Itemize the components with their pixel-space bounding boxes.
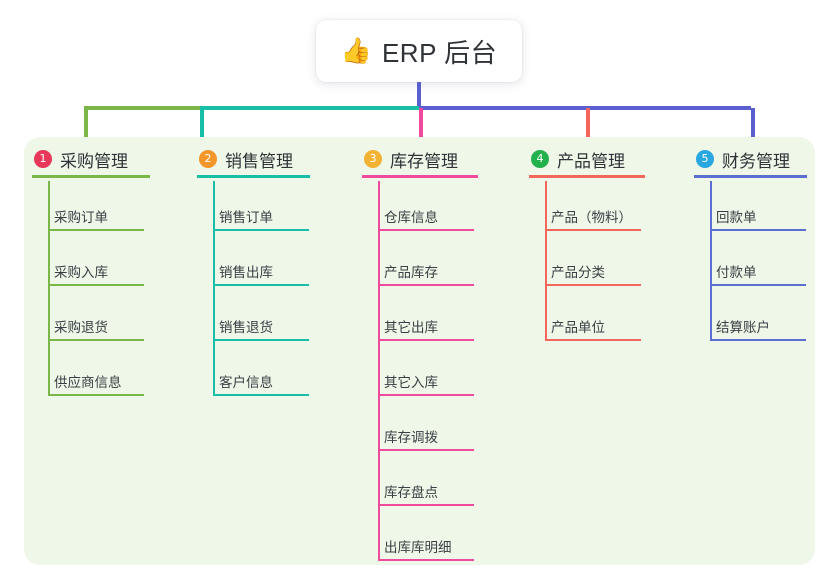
menu-item-label: 采购入库 <box>54 265 108 280</box>
menu-item-label: 产品库存 <box>384 265 438 280</box>
menu-item-label: 销售出库 <box>219 265 273 280</box>
column-purchase: 1 采购管理采购订单采购入库采购退货供应商信息 <box>20 140 180 396</box>
menu-item-underline <box>545 284 641 286</box>
column-title-finance: 财务管理 <box>722 151 790 171</box>
menu-item-underline <box>378 504 474 506</box>
badge-purchase: 1 <box>34 150 52 168</box>
segment-green <box>84 106 200 110</box>
stub-inventory <box>419 108 423 140</box>
menu-item-label: 产品单位 <box>551 320 605 335</box>
column-underline-finance <box>694 175 807 178</box>
badge-product: 4 <box>531 150 549 168</box>
trunk-connector <box>417 82 421 108</box>
column-inventory: 3 库存管理仓库信息产品库存其它出库其它入库库存调拨库存盘点出库库明细 <box>350 140 510 561</box>
menu-item-underline <box>378 449 474 451</box>
menu-item-underline <box>48 284 144 286</box>
menu-item-label: 销售订单 <box>219 210 273 225</box>
menu-item-underline <box>213 339 309 341</box>
column-header-purchase[interactable]: 1 采购管理 <box>20 140 180 178</box>
column-title-sales: 销售管理 <box>225 151 293 171</box>
root-node-title: ERP 后台 <box>381 37 498 68</box>
menu-item-underline <box>48 229 144 231</box>
column-underline-purchase <box>32 175 150 178</box>
menu-item-label: 回款单 <box>716 210 757 225</box>
menu-item-underline <box>710 339 806 341</box>
column-header-finance[interactable]: 5 财务管理 <box>682 140 839 178</box>
menu-item-label: 供应商信息 <box>54 375 122 390</box>
stub-product <box>586 108 590 140</box>
menu-item-underline <box>378 339 474 341</box>
segment-blue <box>419 106 751 110</box>
column-underline-sales <box>197 175 310 178</box>
menu-item-label: 客户信息 <box>219 375 273 390</box>
badge-sales: 2 <box>199 150 217 168</box>
column-sales: 2 销售管理销售订单销售出库销售退货客户信息 <box>185 140 345 396</box>
badge-finance: 5 <box>696 150 714 168</box>
menu-item-underline <box>48 394 144 396</box>
badge-inventory: 3 <box>364 150 382 168</box>
menu-item-underline <box>710 284 806 286</box>
root-node-card[interactable]: 👍 ERP 后台 <box>316 20 522 82</box>
column-underline-product <box>529 175 645 178</box>
menu-item-underline <box>213 394 309 396</box>
menu-item-label: 库存盘点 <box>384 485 438 500</box>
menu-item-underline <box>378 284 474 286</box>
column-product: 4 产品管理产品（物料） 产品分类产品单位 <box>517 140 677 341</box>
column-title-inventory: 库存管理 <box>390 151 458 171</box>
menu-item-label: 付款单 <box>716 265 757 280</box>
column-underline-inventory <box>362 175 478 178</box>
menu-item-underline <box>213 284 309 286</box>
column-spine-inventory <box>378 181 380 561</box>
column-spine-sales <box>213 181 215 396</box>
column-finance: 5 财务管理回款单付款单结算账户 <box>682 140 839 341</box>
column-title-product: 产品管理 <box>557 151 625 171</box>
menu-item-label: 仓库信息 <box>384 210 438 225</box>
menu-item-label: 采购退货 <box>54 320 108 335</box>
menu-item-label: 产品（物料） <box>551 210 632 225</box>
column-spine-finance <box>710 181 712 341</box>
menu-item-underline <box>545 339 641 341</box>
menu-item-underline <box>378 559 474 561</box>
menu-item-label: 其它入库 <box>384 375 438 390</box>
segment-teal <box>200 106 419 110</box>
menu-item-underline <box>48 339 144 341</box>
menu-item-label: 销售退货 <box>219 320 273 335</box>
menu-item-label: 出库库明细 <box>384 540 452 555</box>
menu-item-underline <box>545 229 641 231</box>
menu-item-label: 库存调拨 <box>384 430 438 445</box>
stub-finance <box>751 108 755 140</box>
menu-item-underline <box>378 229 474 231</box>
menu-item-underline <box>378 394 474 396</box>
menu-item-label: 其它出库 <box>384 320 438 335</box>
column-spine-purchase <box>48 181 50 396</box>
stub-sales <box>200 108 204 140</box>
stub-purchase <box>84 108 88 140</box>
menu-item-label: 采购订单 <box>54 210 108 225</box>
menu-item-label: 结算账户 <box>716 320 770 335</box>
menu-item-label: 产品分类 <box>551 265 605 280</box>
column-header-inventory[interactable]: 3 库存管理 <box>350 140 510 178</box>
content-panel: 1 采购管理采购订单采购入库采购退货供应商信息 2 销售管理销售订单销售出库销售退货客… <box>24 137 815 565</box>
menu-item-underline <box>213 229 309 231</box>
thumbs-up-icon: 👍 <box>340 36 372 65</box>
column-header-product[interactable]: 4 产品管理 <box>517 140 677 178</box>
column-title-purchase: 采购管理 <box>60 151 128 171</box>
column-header-sales[interactable]: 2 销售管理 <box>185 140 345 178</box>
menu-item-underline <box>710 229 806 231</box>
column-spine-product <box>545 181 547 341</box>
